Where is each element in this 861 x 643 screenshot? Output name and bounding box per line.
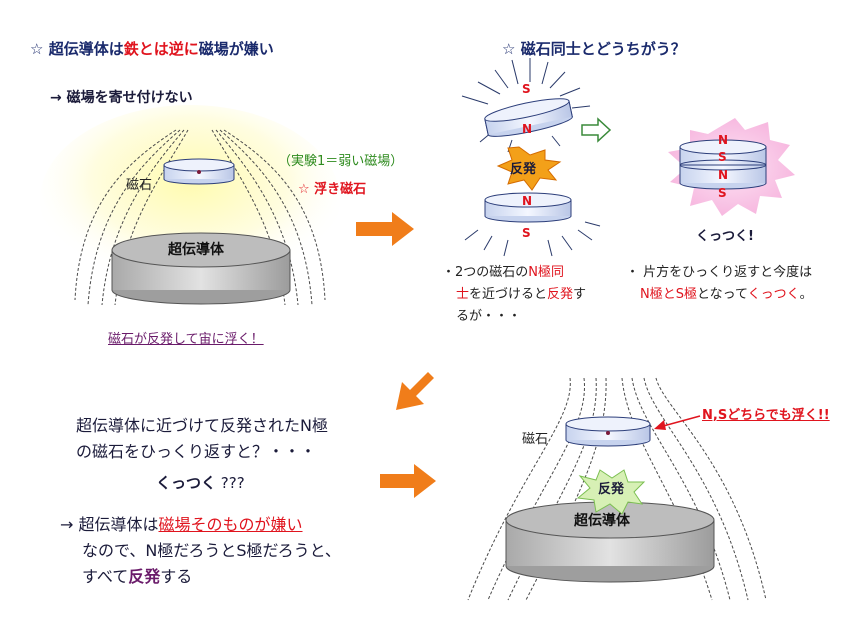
panel-1-levitation bbox=[40, 105, 340, 306]
note-text: す bbox=[573, 287, 587, 302]
note-highlight: 士 bbox=[456, 287, 470, 302]
superconductor-cylinder-2 bbox=[505, 501, 715, 583]
panel-4-levitation bbox=[467, 377, 767, 601]
answer-text-part: 超伝導体は bbox=[73, 515, 159, 534]
q2-title: 磁石同士とどうちがう？ bbox=[520, 40, 686, 58]
answer-text: → 超伝導体は磁場そのものが嫌い なので、N極だろうとS極だろうと、 すべて反発… bbox=[60, 512, 341, 590]
note-text: るが・・・ bbox=[456, 309, 522, 324]
note-same-pole: ・2つの磁石のN極同 士を近づけると反発す るが・・・ bbox=[442, 262, 586, 328]
callout-arrow-head bbox=[654, 420, 666, 430]
right-magnet-label: 磁石 bbox=[522, 432, 549, 447]
question-text: 超伝導体に近づけて反発されたN極 の磁石をひっくり返すと？・・・ bbox=[76, 413, 328, 465]
rays-bottom bbox=[464, 221, 601, 257]
panel-2-magnets bbox=[461, 58, 795, 257]
pole-s-top: S bbox=[522, 82, 531, 96]
pole-n-top: N bbox=[522, 122, 533, 136]
stacked-magnets bbox=[679, 139, 767, 190]
superconductor-label-2: 超伝導体 bbox=[574, 513, 630, 529]
stack-label-s1: S bbox=[718, 150, 727, 164]
answer-highlight: 磁場そのものが嫌い bbox=[158, 515, 303, 534]
ns-callout: N,Sどちらでも浮く!! bbox=[702, 408, 830, 423]
note-highlight: N極とS極 bbox=[640, 287, 697, 302]
note-highlight: N極同 bbox=[528, 265, 565, 280]
question-line-1: 超伝導体に近づけて反発されたN極 bbox=[76, 416, 328, 435]
stack-label-n1: N bbox=[718, 133, 729, 147]
note-text: 2つの磁石の bbox=[455, 265, 529, 280]
q2-heading: ☆ 磁石同士とどうちがう？ bbox=[502, 38, 686, 59]
note-text: ・ 片方をひっくり返すと今度は bbox=[626, 265, 813, 280]
caption-float: 磁石が反発して宙に浮く！ bbox=[108, 332, 264, 347]
pole-s-bottom: S bbox=[522, 226, 531, 240]
note-text: となって bbox=[696, 287, 748, 302]
note-highlight: 反発 bbox=[547, 287, 574, 302]
bullet: ・ bbox=[442, 265, 456, 280]
repel-label-2: 反発 bbox=[598, 482, 625, 497]
stack-label-n2: N bbox=[718, 168, 729, 182]
note-text: を近づけると bbox=[469, 287, 548, 302]
stack-label-s2: S bbox=[718, 186, 727, 200]
answer-highlight-repel: 反発 bbox=[128, 567, 161, 586]
magnet-bottom bbox=[484, 192, 572, 223]
note-highlight: くっつく bbox=[747, 287, 800, 302]
star-icon-2: ☆ bbox=[502, 40, 516, 58]
question-marks: ??? bbox=[216, 474, 245, 492]
repel-burst bbox=[496, 146, 562, 191]
superconductor-cylinder-1 bbox=[111, 232, 291, 305]
q1-part1: 超伝導体は bbox=[48, 40, 124, 58]
left-magnet-label: 磁石 bbox=[126, 178, 153, 193]
note-flip: ・ 片方をひっくり返すと今度は N極とS極となってくっつく。 bbox=[626, 262, 813, 306]
repel-burst-green bbox=[576, 469, 646, 515]
q1-arrow-text: → 磁場を寄せ付けない bbox=[50, 90, 193, 106]
orange-arrow-right-1 bbox=[356, 212, 414, 246]
superconductor-label-1: 超伝導体 bbox=[168, 242, 224, 258]
arrow-icon: → bbox=[60, 515, 74, 534]
orange-arrow-right-2 bbox=[380, 464, 436, 498]
small-arrow-right bbox=[581, 117, 612, 143]
pole-n-bottom: N bbox=[522, 194, 533, 208]
answer-line-2: なので、N極だろうとS極だろうと、 bbox=[82, 541, 341, 560]
note-text: 。 bbox=[799, 287, 813, 302]
magnet-top-tilted bbox=[484, 98, 573, 137]
magnet-disc-2 bbox=[565, 416, 651, 447]
q1-part2: 鉄とは逆に bbox=[123, 40, 199, 58]
star-icon: ☆ bbox=[30, 40, 44, 58]
magnet-disc-1 bbox=[163, 158, 235, 185]
answer-text-part: すべて bbox=[82, 567, 129, 586]
q1-heading: ☆ 超伝導体は鉄とは逆に磁場が嫌い bbox=[30, 38, 274, 59]
floating-magnet-label: ☆ 浮き磁石 bbox=[298, 182, 367, 197]
orange-arrow-down-left bbox=[396, 372, 434, 410]
field-lines-left bbox=[74, 129, 326, 306]
attach-question: くっつく ??? bbox=[156, 472, 245, 493]
experiment-label: （実験1＝弱い磁場） bbox=[278, 154, 404, 169]
attach-label: くっつく! bbox=[696, 229, 754, 244]
answer-text-part: する bbox=[160, 567, 193, 586]
question-line-2: の磁石をひっくり返すと？・・・ bbox=[76, 442, 317, 461]
q1-part3: 磁場が嫌い bbox=[198, 40, 274, 58]
attach-bold: くっつく bbox=[156, 474, 217, 492]
repel-label-1: 反発 bbox=[510, 162, 537, 177]
